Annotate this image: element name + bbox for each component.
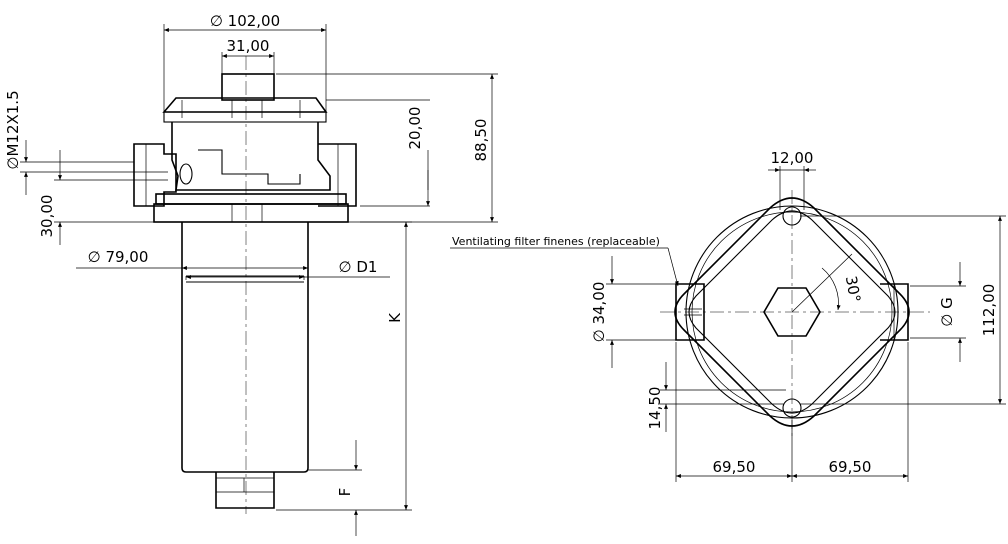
top-view xyxy=(660,190,930,440)
dim-overall-head: 88,50 xyxy=(472,119,490,162)
dim-g: ∅ G xyxy=(938,297,956,326)
side-view-dimensions xyxy=(20,24,498,536)
dim-flange-offset: 20,00 xyxy=(406,107,424,150)
dim-bowl-diameter: ∅ 79,00 xyxy=(88,248,149,266)
dim-half-right: 69,50 xyxy=(829,458,872,476)
dim-half-left: 69,50 xyxy=(713,458,756,476)
side-view xyxy=(133,56,357,514)
dim-port-diameter: ∅ 34,00 xyxy=(590,282,608,343)
dim-head-diameter: ∅ 102,00 xyxy=(210,12,280,30)
dim-cap-width: 31,00 xyxy=(227,37,270,55)
ventilating-filter-note: Ventilating filter finenes (replaceable) xyxy=(452,235,660,248)
dim-thread: ∅M12X1.5 xyxy=(4,90,22,169)
dim-height: 112,00 xyxy=(980,284,998,337)
top-view-dimensions xyxy=(450,166,1006,482)
dim-hole-spacing: 12,00 xyxy=(771,149,814,167)
dim-d1: ∅ D1 xyxy=(339,258,378,276)
dim-f: F xyxy=(336,488,354,497)
dim-angle: 30° xyxy=(842,274,864,303)
dim-port-height: 30,00 xyxy=(38,195,56,238)
dim-hole-offset: 14,50 xyxy=(646,387,664,430)
dim-k: K xyxy=(386,312,404,323)
